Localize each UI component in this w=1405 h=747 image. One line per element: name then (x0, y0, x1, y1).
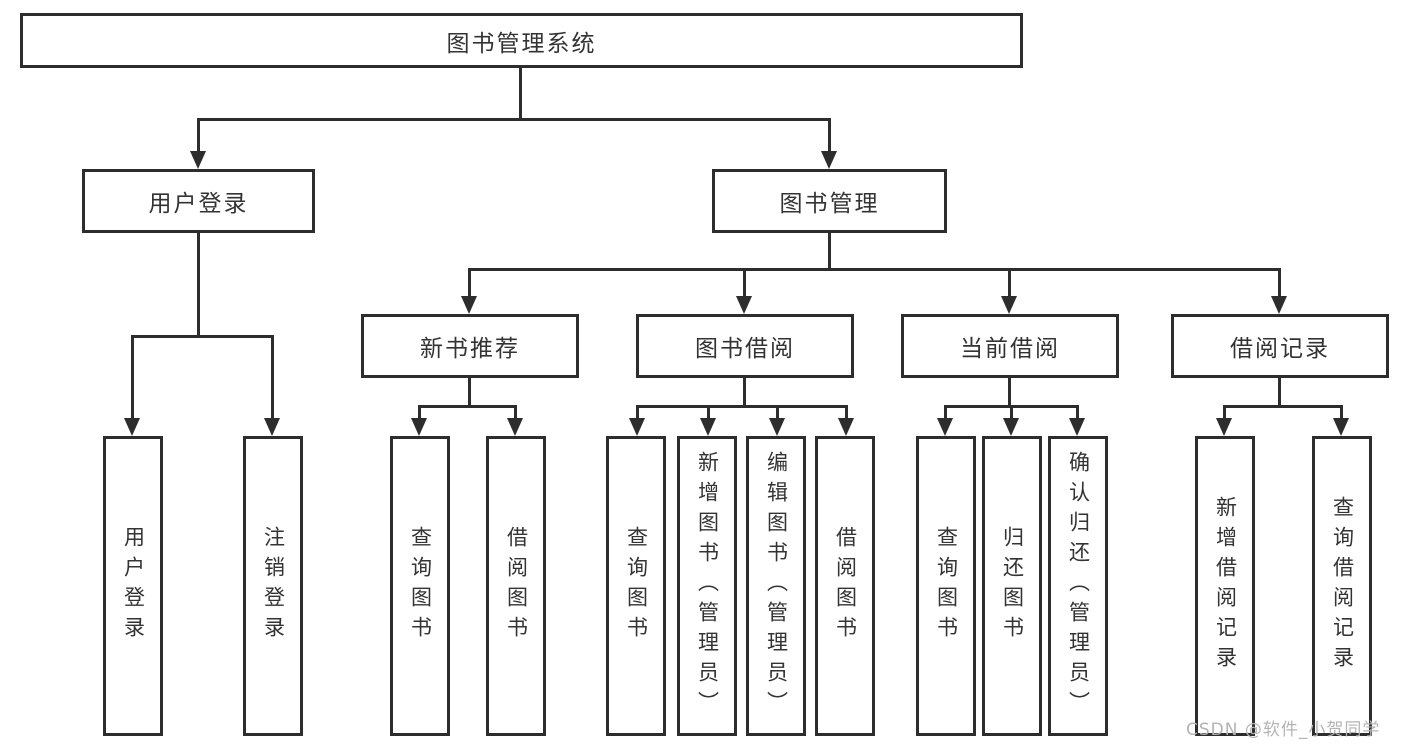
node-new-book-recommendation: 新书推荐 (361, 314, 579, 378)
connector-line (1008, 378, 1011, 408)
node-label: 当前借阅 (960, 336, 1060, 362)
node-user-login: 用户登录 (82, 169, 315, 233)
connector-line (519, 68, 522, 121)
connector-line (418, 405, 421, 421)
arrow-down-icon (1003, 418, 1019, 436)
node-borrowing-records: 借阅记录 (1171, 314, 1389, 378)
connector-line (271, 335, 274, 420)
connector-line (1010, 405, 1013, 421)
connector-line (1223, 405, 1343, 408)
arrow-down-icon (124, 418, 140, 436)
connector-line (468, 268, 471, 299)
leaf-edit-books-admin: 编辑图书（管理员） (746, 436, 806, 736)
node-library-management-system: 图书管理系统 (20, 13, 1023, 68)
node-label: 图书管理 (779, 191, 880, 217)
connector-line (743, 268, 746, 299)
connector-line (1008, 268, 1011, 299)
csdn-watermark: CSDN @软件_小贺同学 (1186, 720, 1381, 740)
connector-line (743, 378, 746, 408)
arrow-down-icon (1069, 418, 1085, 436)
arrow-down-icon (769, 418, 785, 436)
leaf-borrow-books-recommendation: 借阅图书 (486, 436, 546, 736)
node-current-borrowing: 当前借阅 (901, 314, 1119, 378)
leaf-label: 查询图书 (408, 526, 433, 646)
connector-line (197, 118, 200, 153)
connector-line (636, 405, 639, 421)
arrow-down-icon (264, 418, 280, 436)
connector-line (828, 118, 831, 153)
leaf-query-books-current: 查询图书 (916, 436, 976, 736)
leaf-query-books-recommendation: 查询图书 (390, 436, 450, 736)
connector-line (131, 335, 134, 420)
connector-line (828, 233, 831, 270)
connector-line (1340, 405, 1343, 421)
leaf-confirm-return-admin: 确认归还（管理员） (1048, 436, 1108, 736)
connector-line (1278, 268, 1281, 299)
node-label: 图书借阅 (695, 336, 795, 362)
leaf-label: 查询图书 (934, 526, 959, 646)
arrow-down-icon (507, 418, 523, 436)
leaf-label: 用户登录 (121, 526, 146, 646)
leaf-label: 查询图书 (624, 526, 649, 646)
arrow-down-icon (1001, 296, 1017, 314)
arrow-down-icon (411, 418, 427, 436)
leaf-label: 注销登录 (261, 526, 286, 646)
leaf-user-login: 用户登录 (103, 436, 163, 736)
arrow-down-icon (700, 418, 716, 436)
connector-line (197, 233, 200, 338)
leaf-query-books-borrowing: 查询图书 (606, 436, 666, 736)
node-label: 新书推荐 (420, 336, 520, 362)
connector-line (707, 405, 710, 421)
connector-line (418, 405, 517, 408)
leaf-logout: 注销登录 (243, 436, 303, 736)
leaf-label: 编辑图书（管理员） (764, 451, 789, 721)
connector-line (514, 405, 517, 421)
connector-line (131, 335, 274, 338)
arrow-down-icon (937, 418, 953, 436)
leaf-label: 借阅图书 (504, 526, 529, 646)
arrow-down-icon (1271, 296, 1287, 314)
connector-line (1076, 405, 1079, 421)
arrow-down-icon (629, 418, 645, 436)
node-book-management: 图书管理 (712, 169, 947, 233)
node-label: 图书管理系统 (446, 30, 597, 57)
leaf-query-borrow-record: 查询借阅记录 (1312, 436, 1372, 736)
leaf-label: 借阅图书 (833, 526, 858, 646)
leaf-label: 归还图书 (1000, 526, 1025, 646)
arrow-down-icon (821, 151, 837, 169)
arrow-down-icon (736, 296, 752, 314)
node-book-borrowing: 图书借阅 (636, 314, 854, 378)
arrow-down-icon (1216, 418, 1232, 436)
connector-line (845, 405, 848, 421)
node-label: 用户登录 (148, 191, 249, 217)
leaf-label: 新增图书（管理员） (695, 451, 720, 721)
leaf-add-borrow-record: 新增借阅记录 (1195, 436, 1255, 736)
leaf-label: 确认归还（管理员） (1066, 451, 1091, 721)
connector-line (944, 405, 947, 421)
connector-line (197, 118, 831, 121)
connector-line (468, 268, 1281, 271)
arrow-down-icon (190, 151, 206, 169)
connector-line (468, 378, 471, 408)
connector-line (776, 405, 779, 421)
arrow-down-icon (461, 296, 477, 314)
leaf-return-books: 归还图书 (982, 436, 1042, 736)
connector-line (1223, 405, 1226, 421)
leaf-label: 查询借阅记录 (1330, 496, 1355, 676)
leaf-add-books-admin: 新增图书（管理员） (677, 436, 737, 736)
node-label: 借阅记录 (1230, 336, 1330, 362)
arrow-down-icon (838, 418, 854, 436)
connector-line (1278, 378, 1281, 408)
connector-line (636, 405, 847, 408)
leaf-borrow-books-borrowing: 借阅图书 (815, 436, 875, 736)
arrow-down-icon (1333, 418, 1349, 436)
leaf-label: 新增借阅记录 (1213, 496, 1238, 676)
